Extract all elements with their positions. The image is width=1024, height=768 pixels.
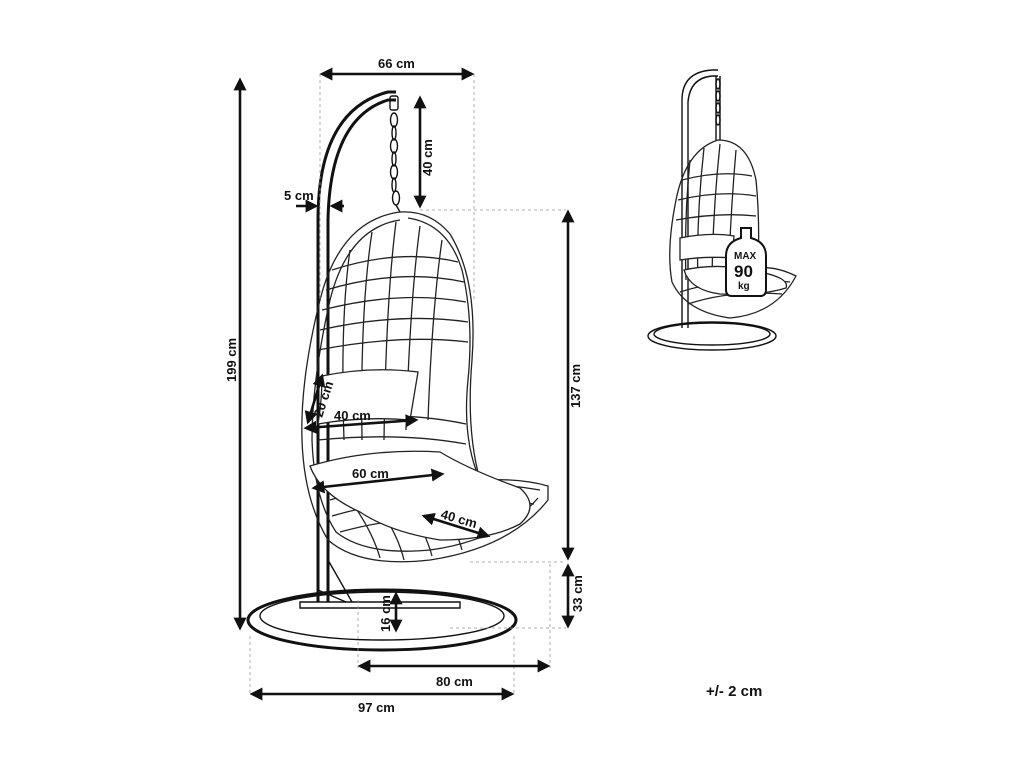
tolerance-note: +/- 2 cm bbox=[706, 683, 762, 700]
small-chair-drawing bbox=[647, 69, 797, 351]
max-load-badge: MAX 90 kg bbox=[725, 227, 767, 297]
hanging-chain bbox=[389, 95, 401, 213]
label-pole-thickness: 5 cm bbox=[284, 188, 314, 203]
label-backrest-cushion-width: 40 cm bbox=[334, 408, 371, 423]
label-seat-width: 60 cm bbox=[352, 466, 389, 481]
max-load-unit: kg bbox=[738, 281, 750, 292]
max-load-label: MAX bbox=[734, 251, 757, 262]
label-base-clearance: 16 cm bbox=[378, 595, 393, 632]
stand-base bbox=[246, 588, 518, 652]
weight-icon bbox=[725, 227, 767, 297]
label-top-width: 66 cm bbox=[378, 56, 415, 71]
max-load-value: 90 bbox=[734, 262, 753, 281]
label-total-height: 199 cm bbox=[224, 338, 239, 382]
label-overall-depth: 97 cm bbox=[358, 700, 395, 715]
dimension-arrows bbox=[233, 67, 575, 701]
main-chair-drawing bbox=[246, 90, 549, 652]
seat-cushion bbox=[309, 450, 531, 541]
dimension-labels: 66 cm 40 cm 5 cm 199 cm 137 cm 20 cm 40 … bbox=[224, 56, 585, 715]
label-chain-length: 40 cm bbox=[420, 139, 435, 176]
label-basket-height: 137 cm bbox=[568, 364, 583, 408]
label-base-to-seat: 33 cm bbox=[570, 575, 585, 612]
guide-lines bbox=[249, 74, 566, 696]
label-base-diameter: 80 cm bbox=[436, 674, 473, 689]
